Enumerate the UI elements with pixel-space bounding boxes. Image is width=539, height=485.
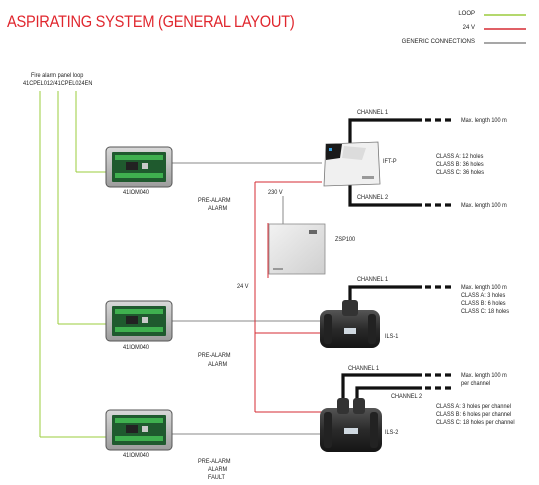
ils2-class-a: CLASS A: 3 holes per channel: [436, 403, 511, 410]
panel-loop-model: 41CPEL012/41CPEL024EN: [23, 80, 93, 87]
iftp-class-a: CLASS A: 12 holes: [436, 153, 484, 160]
module-1-label: 41IOM040: [123, 189, 150, 196]
module-3-signal-alarm: ALARM: [208, 466, 228, 473]
module-1-signal-prealarm: PRE-ALARM: [198, 197, 231, 204]
detector-ift-p: [323, 141, 381, 187]
iftp-class-c: CLASS C: 36 holes: [436, 169, 484, 176]
iftp-class-b: CLASS B: 36 holes: [436, 161, 484, 168]
ils2-label: ILS-2: [385, 429, 399, 436]
iftp-max-length-2: Max. length 100 m: [461, 202, 507, 209]
iftp-channel1-label: CHANNEL 1: [357, 109, 389, 116]
ils2-channel1-label: CHANNEL 1: [348, 365, 380, 372]
iftp-max-length-1: Max. length 100 m: [461, 117, 507, 124]
detector-ils-1: [320, 300, 380, 348]
ils1-channel1-label: CHANNEL 1: [357, 276, 389, 283]
loop-wiring: [39, 91, 106, 438]
sampling-pipes: [341, 118, 422, 400]
panel-loop-label: Fire alarm panel loop: [31, 72, 84, 79]
iftp-channel2-label: CHANNEL 2: [357, 194, 389, 201]
iftp-label: IFT-P: [383, 158, 397, 165]
psu-label: ZSP100: [335, 236, 356, 243]
module-3-signal-prealarm: PRE-ALARM: [198, 458, 231, 465]
module-2-signal-alarm: ALARM: [208, 361, 228, 368]
dc-voltage-label: 24 V: [237, 283, 249, 290]
psu-zsp100: [268, 223, 326, 275]
ils2-channel2-label: CHANNEL 2: [391, 393, 423, 400]
module-2-signal-prealarm: PRE-ALARM: [198, 352, 231, 359]
module-3-label: 41IOM040: [123, 452, 150, 459]
ils1-max-length: Max. length 100 m: [461, 284, 507, 291]
ils1-class-a: CLASS A: 3 holes: [461, 292, 506, 299]
pipe-continuation-dashes: [425, 118, 454, 390]
ils1-class-b: CLASS B: 6 holes: [461, 300, 506, 307]
detector-ils-2: [320, 398, 382, 452]
legend-loop-label: LOOP: [458, 11, 475, 17]
power-24v-wiring: [254, 181, 322, 413]
module-41iom040-3: [105, 409, 173, 451]
module-41iom040-1: [105, 146, 173, 188]
ils1-label: ILS-1: [385, 333, 399, 340]
ils2-max-length-note: per channel: [461, 380, 491, 387]
module-1-signal-alarm: ALARM: [208, 205, 228, 212]
ils2-class-b: CLASS B: 6 holes per channel: [436, 411, 512, 418]
module-2-label: 41IOM040: [123, 344, 150, 351]
module-41iom040-2: [105, 300, 173, 342]
generic-wiring: [172, 162, 322, 435]
ils2-class-c: CLASS C: 18 holes per channel: [436, 419, 515, 426]
mains-voltage-label: 230 V: [268, 189, 283, 196]
legend-24v-label: 24 V: [462, 25, 475, 31]
page-title: ASPIRATING SYSTEM (GENERAL LAYOUT): [7, 12, 295, 31]
module-3-signal-fault: FAULT: [208, 474, 225, 481]
ils1-class-c: CLASS C: 18 holes: [461, 308, 509, 315]
legend-generic-label: GENERIC CONNECTIONS: [401, 39, 475, 45]
ils2-max-length: Max. length 100 m: [461, 372, 507, 379]
